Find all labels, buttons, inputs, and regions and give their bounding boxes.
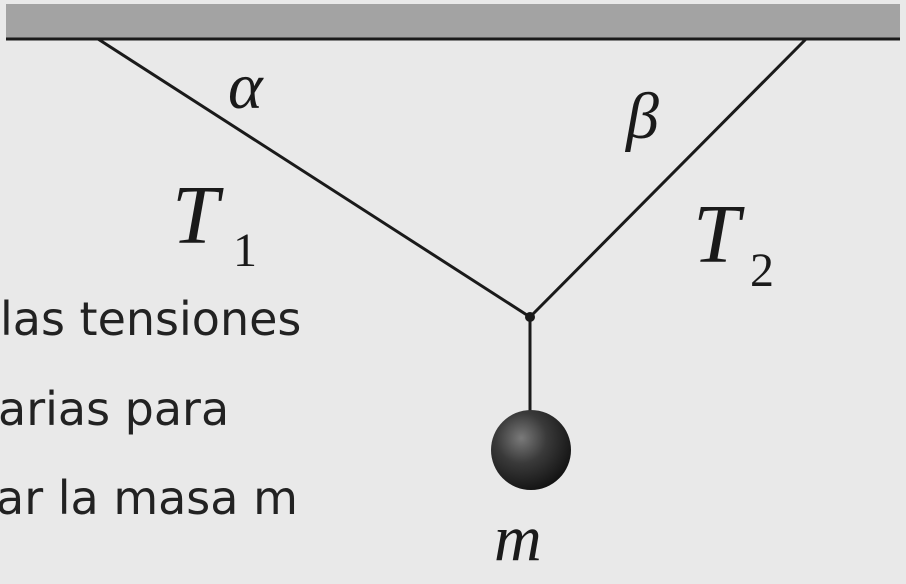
mass-ball [491,410,571,490]
tension-t1-subscript: 1 [233,224,257,277]
caption-line-3: ar la masa m [0,471,298,525]
caption-line-2: arias para [0,382,230,436]
junction-knot [525,312,535,322]
string-left [97,37,531,319]
angle-alpha-label: α [228,50,264,123]
ceiling-bar [6,4,900,38]
angle-beta-label: β [624,80,659,153]
tension-t2-subscript: 2 [750,244,774,297]
caption-line-1: las tensiones [0,292,302,346]
string-right [528,37,808,319]
tension-t2-label: T [693,188,745,281]
mass-label: m [494,502,542,575]
tension-t1-label: T [172,169,224,262]
